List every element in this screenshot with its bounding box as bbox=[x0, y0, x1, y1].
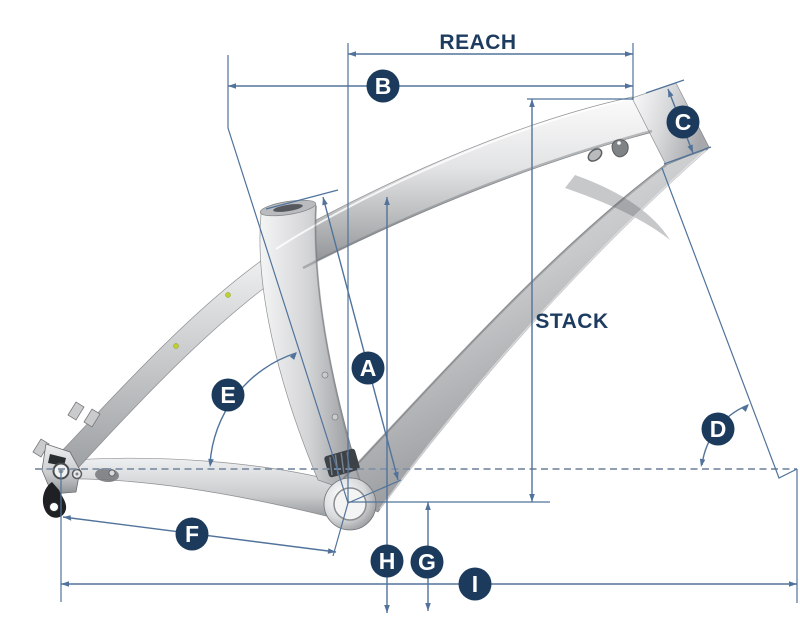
i-dimension bbox=[61, 581, 797, 587]
seatpost-hole bbox=[273, 204, 303, 212]
accent-dot bbox=[173, 343, 179, 349]
cable-port-shield bbox=[611, 139, 629, 158]
svg-text:I: I bbox=[472, 571, 478, 597]
chainstay-tube bbox=[57, 457, 347, 522]
marker-d: D bbox=[701, 412, 735, 446]
reach-dimension bbox=[348, 51, 633, 57]
bb-extension-stub bbox=[332, 502, 349, 557]
accent-dot bbox=[225, 292, 231, 298]
marker-b: B bbox=[366, 69, 400, 103]
head-axis-extension-line bbox=[661, 167, 798, 479]
down-tube-shadow bbox=[331, 164, 667, 492]
svg-text:G: G bbox=[418, 549, 436, 575]
svg-text:F: F bbox=[185, 521, 199, 547]
svg-text:C: C bbox=[675, 109, 692, 135]
svg-text:H: H bbox=[379, 548, 396, 574]
top-tube-shadow bbox=[302, 129, 653, 270]
top-tube-highlight bbox=[275, 98, 631, 250]
bottle-boss bbox=[321, 371, 329, 379]
svg-text:D: D bbox=[710, 416, 727, 442]
dimension-markers: A B C D E F G H I bbox=[175, 69, 735, 601]
bottle-boss bbox=[331, 413, 339, 421]
marker-e: E bbox=[211, 378, 245, 412]
reach-label: REACH bbox=[439, 31, 516, 54]
b-dimension bbox=[227, 55, 633, 504]
bottom-bracket-bore bbox=[333, 487, 367, 521]
marker-i: I bbox=[458, 567, 492, 601]
svg-text:A: A bbox=[360, 355, 377, 381]
cable-port-dot bbox=[617, 141, 621, 145]
stack-label: STACK bbox=[535, 310, 608, 333]
cable-port-oval bbox=[587, 148, 603, 162]
derailleur-hanger bbox=[42, 482, 67, 518]
marker-a: A bbox=[351, 351, 385, 385]
marker-c: C bbox=[666, 105, 700, 139]
head-junction-shadow bbox=[565, 175, 670, 240]
svg-text:E: E bbox=[220, 382, 235, 408]
marker-h: H bbox=[370, 544, 404, 578]
h-dimension bbox=[384, 197, 390, 613]
frame-illustration bbox=[32, 82, 710, 531]
svg-text:B: B bbox=[375, 73, 392, 99]
a-dimension bbox=[265, 189, 402, 504]
marker-f: F bbox=[175, 517, 209, 551]
seat-angle-extension-line bbox=[227, 55, 349, 504]
stack-dimension bbox=[348, 98, 633, 503]
marker-g: G bbox=[410, 545, 444, 579]
